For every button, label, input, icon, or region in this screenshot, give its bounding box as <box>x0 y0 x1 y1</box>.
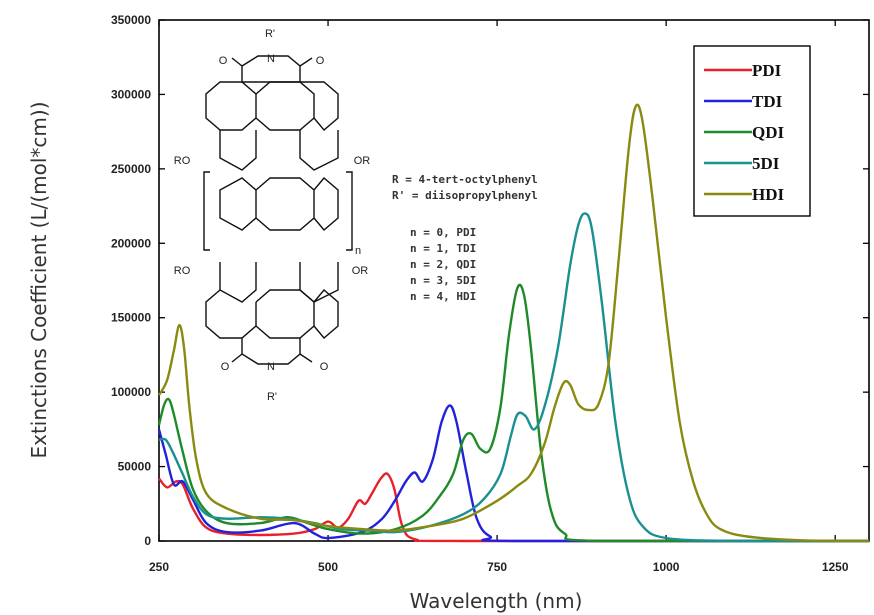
y-tick-label: 0 <box>144 534 151 548</box>
y-tick-label: 350000 <box>111 13 151 27</box>
y-tick-label: 200000 <box>111 236 151 250</box>
bottom-ring-outer <box>313 289 339 339</box>
y-axis: 0 50000 100000 150000 200000 250000 300000 3500… <box>111 13 869 548</box>
atom-rprime-top: R' <box>265 28 275 40</box>
series-line-hdi <box>157 103 870 543</box>
x-tick-label: 1250 <box>822 560 849 574</box>
note-r-definition: R = 4-tert-octylphenyl <box>392 173 538 186</box>
series-line-tdi <box>157 404 869 543</box>
series-line-5di <box>158 212 869 543</box>
top-imide-ring <box>241 55 301 83</box>
atom-o-top-right: O <box>316 55 325 67</box>
series-line-pdi <box>158 472 869 543</box>
atom-rprime-bottom: R' <box>267 391 277 403</box>
bottom-ring-left <box>205 289 257 339</box>
n-value-list: n = 0, PDI n = 1, TDI n = 2, QDI n = 3, 5DI… <box>410 226 476 303</box>
legend-label-5di: 5DI <box>752 154 780 173</box>
y-tick-label: 150000 <box>111 311 151 325</box>
note-n-value: n = 2, QDI <box>410 258 476 271</box>
x-axis-title: Wavelength (nm) <box>410 589 583 613</box>
atom-n-bottom: N <box>267 361 275 373</box>
atom-or-upper: OR <box>354 155 371 167</box>
molecule-structure <box>203 55 353 365</box>
note-rprime-definition: R' = diisopropylphenyl <box>392 189 538 202</box>
y-tick-label: 250000 <box>111 162 151 176</box>
core-lower <box>219 262 339 303</box>
note-n-value: n = 0, PDI <box>410 226 476 239</box>
series-group <box>157 103 870 543</box>
legend-label-pdi: PDI <box>752 61 782 80</box>
x-tick-label: 750 <box>487 560 507 574</box>
core-upper <box>219 130 339 171</box>
atom-subscript-n: n <box>355 245 361 257</box>
note-n-value: n = 4, HDI <box>410 290 476 303</box>
atom-ro-upper: RO <box>174 155 191 167</box>
legend-label-hdi: HDI <box>752 185 785 204</box>
atom-o-bottom-left: O <box>221 361 230 373</box>
y-axis-title: Extinctions Coefficient (L/(mol*cm)) <box>27 101 51 458</box>
x-tick-label: 1000 <box>653 560 680 574</box>
y-tick-label: 100000 <box>111 385 151 399</box>
legend-items: PDI TDI QDI 5DI HDI <box>704 61 785 204</box>
co-bond-2 <box>299 353 313 363</box>
repeat-unit <box>219 177 339 231</box>
atom-ro-lower: RO <box>174 265 191 277</box>
co-bond-1 <box>231 353 243 363</box>
bottom-imide-ring <box>241 338 301 365</box>
atom-n-top: N <box>267 53 275 65</box>
legend-label-tdi: TDI <box>752 92 783 111</box>
annotations: R = 4-tert-octylphenyl R' = diisopropylp… <box>392 173 538 303</box>
x-axis: 250 500 750 1000 1250 <box>149 20 849 574</box>
legend: PDI TDI QDI 5DI HDI <box>693 45 811 217</box>
x-tick-label: 500 <box>318 560 338 574</box>
top-ring-right <box>255 81 315 131</box>
bottom-ring-right <box>255 289 315 339</box>
atom-labels: R' N O O RO OR n RO OR N O O R' <box>174 28 371 403</box>
top-ring-outer <box>300 81 339 131</box>
bracket-right <box>346 171 353 251</box>
note-n-value: n = 1, TDI <box>410 242 476 255</box>
series-line-qdi <box>157 283 869 543</box>
note-n-value: n = 3, 5DI <box>410 274 476 287</box>
legend-label-qdi: QDI <box>752 123 785 142</box>
y-tick-label: 300000 <box>111 87 151 101</box>
y-tick-label: 50000 <box>118 460 152 474</box>
co-bond-4 <box>299 57 313 67</box>
x-tick-label: 250 <box>149 560 169 574</box>
atom-or-lower: OR <box>352 265 369 277</box>
top-ring-left <box>205 81 257 131</box>
atom-o-top-left: O <box>219 55 228 67</box>
atom-o-bottom-right: O <box>320 361 329 373</box>
co-bond-3 <box>231 57 243 67</box>
bracket-left <box>203 171 210 251</box>
